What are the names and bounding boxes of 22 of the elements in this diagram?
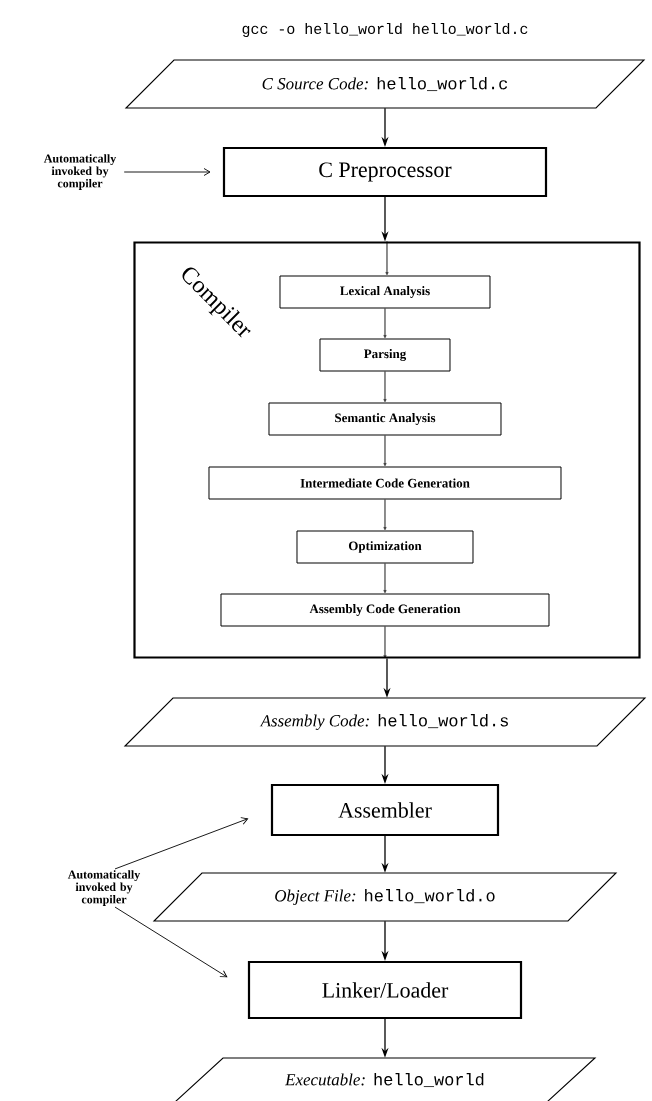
- arrow: [383, 371, 387, 403]
- arrow: [383, 563, 387, 594]
- process-box: Assembler: [270, 783, 500, 837]
- process-box: C Preprocessor: [222, 146, 548, 198]
- arrow: [383, 435, 387, 467]
- arrow: [123, 168, 211, 176]
- arrow: [114, 817, 249, 870]
- process-box: Linker/Loader: [247, 960, 523, 1020]
- phase-box: Optimization: [296, 530, 474, 564]
- arrow: [383, 499, 387, 531]
- note-text: Automatically invoked by compiler: [67, 870, 141, 906]
- phase-box: Semantic Analysis: [268, 402, 502, 436]
- arrow: [383, 626, 387, 659]
- command-text: gcc -o hello_world hello_world.c: [242, 23, 528, 37]
- arrow: [114, 906, 228, 978]
- phase-box: Lexical Analysis: [279, 275, 491, 309]
- phase-box: Intermediate Code Generation: [208, 466, 562, 500]
- arrow: [385, 240, 389, 276]
- phase-box: Parsing: [319, 338, 451, 372]
- note-text: Automatically invoked by compiler: [43, 154, 117, 190]
- phase-box: Assembly Code Generation: [220, 593, 550, 627]
- arrow: [383, 308, 387, 339]
